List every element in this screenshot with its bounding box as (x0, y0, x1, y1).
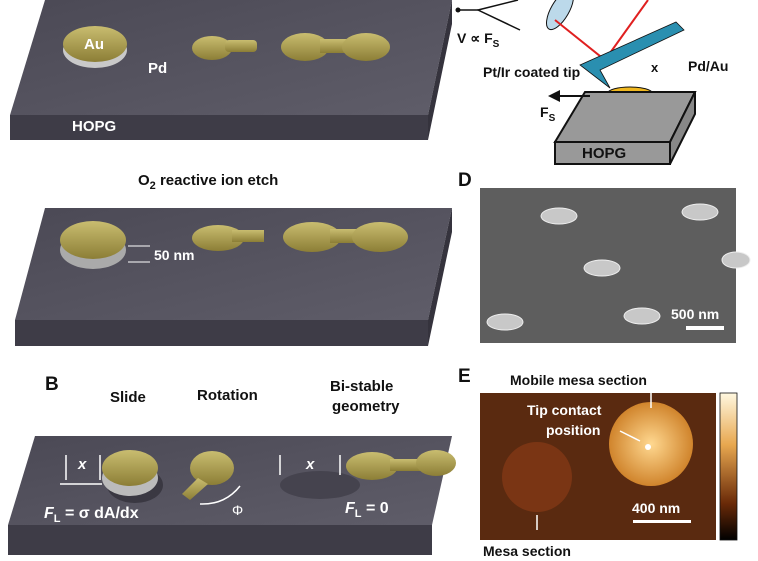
afm-schematic (455, 0, 697, 165)
slide-force-equation: FL = σ dA/dx (44, 505, 139, 526)
x-label: x (651, 60, 659, 75)
panel-e-letter: E (458, 366, 471, 387)
thickness-label: 50 nm (154, 247, 195, 263)
bistable-force-equation: FL = 0 (345, 500, 389, 521)
panel-b-letter: B (45, 374, 59, 395)
slide-x-label: x (78, 456, 87, 473)
mesa-section-label: Mesa section (483, 543, 571, 559)
sem-image (480, 188, 751, 343)
bistable-x-label: x (306, 456, 315, 473)
rotation-angle-label: Φ (232, 502, 244, 518)
slab-before-etch (10, 0, 452, 140)
panel-d-letter: D (458, 170, 472, 191)
etch-step-label: O2 reactive ion etch (138, 172, 279, 192)
mobile-mesa-label: Mobile mesa section (510, 372, 647, 388)
pd-label: Pd (148, 60, 168, 77)
sem-scale-label: 500 nm (671, 306, 720, 322)
au-label: Au (84, 36, 104, 53)
slab-motion-modes (8, 436, 456, 555)
slide-label: Slide (110, 389, 146, 406)
force-label: FS (540, 104, 556, 124)
tip-contact-label-1: Tip contact (527, 402, 602, 418)
tip-label: Pt/Ir coated tip (483, 64, 581, 80)
voltage-label: V ∝ FS (457, 30, 500, 50)
slab-after-etch (15, 208, 452, 346)
afm-image (480, 392, 738, 541)
bistable-label-2: geometry (332, 398, 400, 415)
tip-contact-label-2: position (546, 422, 601, 438)
bistable-label-1: Bi-stable (330, 378, 394, 395)
pdau-label: Pd/Au (688, 58, 729, 74)
hopg-label: HOPG (72, 118, 117, 135)
hopg-substrate-label: HOPG (582, 145, 627, 162)
rotation-label: Rotation (197, 387, 258, 404)
afm-scale-label: 400 nm (632, 500, 681, 516)
